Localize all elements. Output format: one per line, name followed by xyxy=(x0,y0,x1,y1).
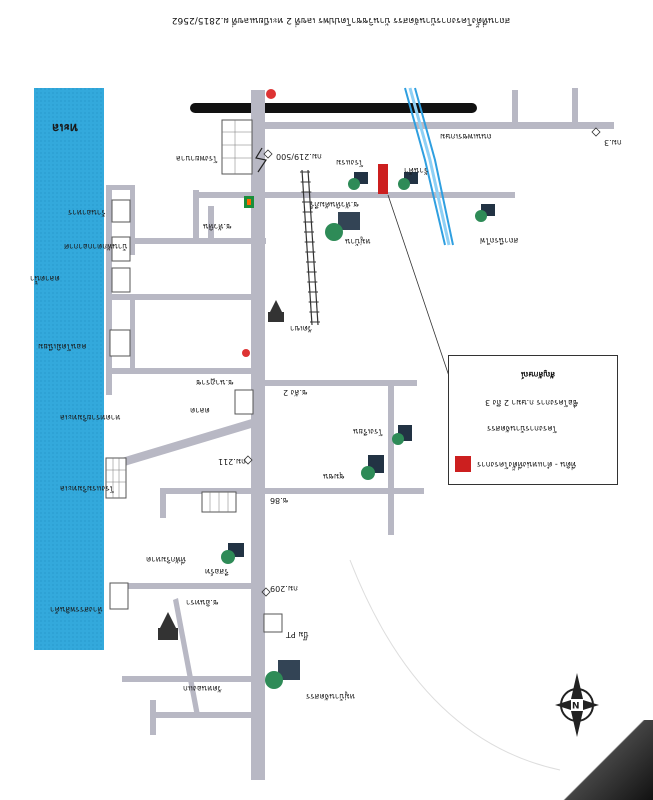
hospital-marker xyxy=(266,89,276,99)
place-label: ร้านค้า xyxy=(404,166,429,175)
legend-item-label: ที่ดิน - ตำแหน่งที่ตั้งโครงการ xyxy=(477,460,577,469)
legend-swatch xyxy=(455,456,471,472)
temple-icon xyxy=(158,300,284,640)
km-label: กม.209 xyxy=(270,584,298,593)
legend-title: สัญลักษณ์ xyxy=(521,370,556,379)
km-label: กม.219/500 xyxy=(276,152,322,161)
place-label: โรงแรม xyxy=(336,158,364,167)
km-label: กม.3 xyxy=(604,138,622,147)
sea-side-label: บ้านพักตากอากาศ xyxy=(64,242,128,251)
place-label: สถานีรถไฟ xyxy=(480,236,519,245)
place-label: หมู่บ้านจัดสรร xyxy=(306,692,355,701)
site-leader-line xyxy=(387,194,453,386)
road-site xyxy=(193,192,515,198)
place-label: โรงเรียน xyxy=(353,427,383,436)
main-road xyxy=(251,90,265,780)
canal-line-1 xyxy=(404,87,446,246)
compass-label: N xyxy=(572,699,580,709)
compass-icon xyxy=(555,673,599,737)
road-name-label: ซ.86 xyxy=(270,496,289,505)
road-right-1 xyxy=(265,380,417,386)
road-right-2 xyxy=(160,488,424,494)
sea-side-label: ร้านอาหาร xyxy=(68,208,106,217)
canal-line-2 xyxy=(414,87,454,246)
place-label: ปั๊ม PT xyxy=(286,630,309,639)
house-icons xyxy=(221,172,495,689)
sea-side-label: ตลาดน้ำ xyxy=(30,274,60,283)
page-corner-shadow xyxy=(533,720,653,800)
place-label: รีสอร์ท xyxy=(205,567,229,576)
sea-texture xyxy=(34,88,104,650)
place-label: วัดหนองแก xyxy=(183,684,223,693)
road-top xyxy=(260,122,614,129)
road-name-label: ซ.หัวหินคัมภีร์ xyxy=(310,200,359,209)
map-header: สถานที่ตั้งโครงการบ้านจัดสรร บ้านวิชชาโต… xyxy=(171,15,511,25)
road-name-label: ถนนเพชรเกษม xyxy=(440,132,492,141)
road-name-label: ซ.หัวหิน xyxy=(203,222,232,231)
km-markers xyxy=(243,127,601,597)
sea-side-label: หาดทรายริมทะเล xyxy=(60,413,121,422)
legend-line2: โครงการบ้านจัดสรร xyxy=(487,424,557,433)
railway xyxy=(301,169,319,326)
road-sea-2 xyxy=(106,294,261,300)
place-label: โรงพยาบาล xyxy=(176,154,218,163)
lightning-icon xyxy=(255,147,267,173)
km-label: กม.211 xyxy=(218,457,246,466)
place-label: วัดเขา xyxy=(290,324,313,333)
place-label: ชุมชน xyxy=(323,472,345,481)
road-name-label: ซ.นาฏราช xyxy=(196,378,234,387)
sea-label: ทะเล xyxy=(52,121,78,135)
site-marker xyxy=(378,164,388,194)
sea-side-label: โรงแรมริมทะเล xyxy=(60,484,115,493)
road-name-label: ซ.ลัง 2 xyxy=(283,388,308,397)
road-bottom-1 xyxy=(110,583,263,589)
pin-marker xyxy=(242,349,250,357)
place-label: หมู่บ้าน xyxy=(345,237,371,246)
road-name-label: ซ.อินทรา xyxy=(186,598,219,607)
highway-bar xyxy=(190,103,477,113)
road-sea-3 xyxy=(106,368,261,374)
sea-side-label: ห้างสรรพสินค้า xyxy=(50,605,103,614)
building-group xyxy=(105,119,283,633)
sea-side-label: ที่พักริมหาด xyxy=(146,555,186,564)
sea-side-label: คอนโดมิเนียม xyxy=(38,342,87,351)
place-label: ตลาด xyxy=(190,406,210,415)
map-legend: สัญลักษณ์ ชื่อโครงการ ก.ษมา 2 ถึง 3 โครง… xyxy=(448,355,618,485)
legend-line3: ชื่อโครงการ ก.ษมา 2 ถึง 3 xyxy=(485,398,579,407)
road-sea-1 xyxy=(106,238,266,244)
railway-ties xyxy=(300,171,320,323)
road-diagonal xyxy=(115,418,258,468)
